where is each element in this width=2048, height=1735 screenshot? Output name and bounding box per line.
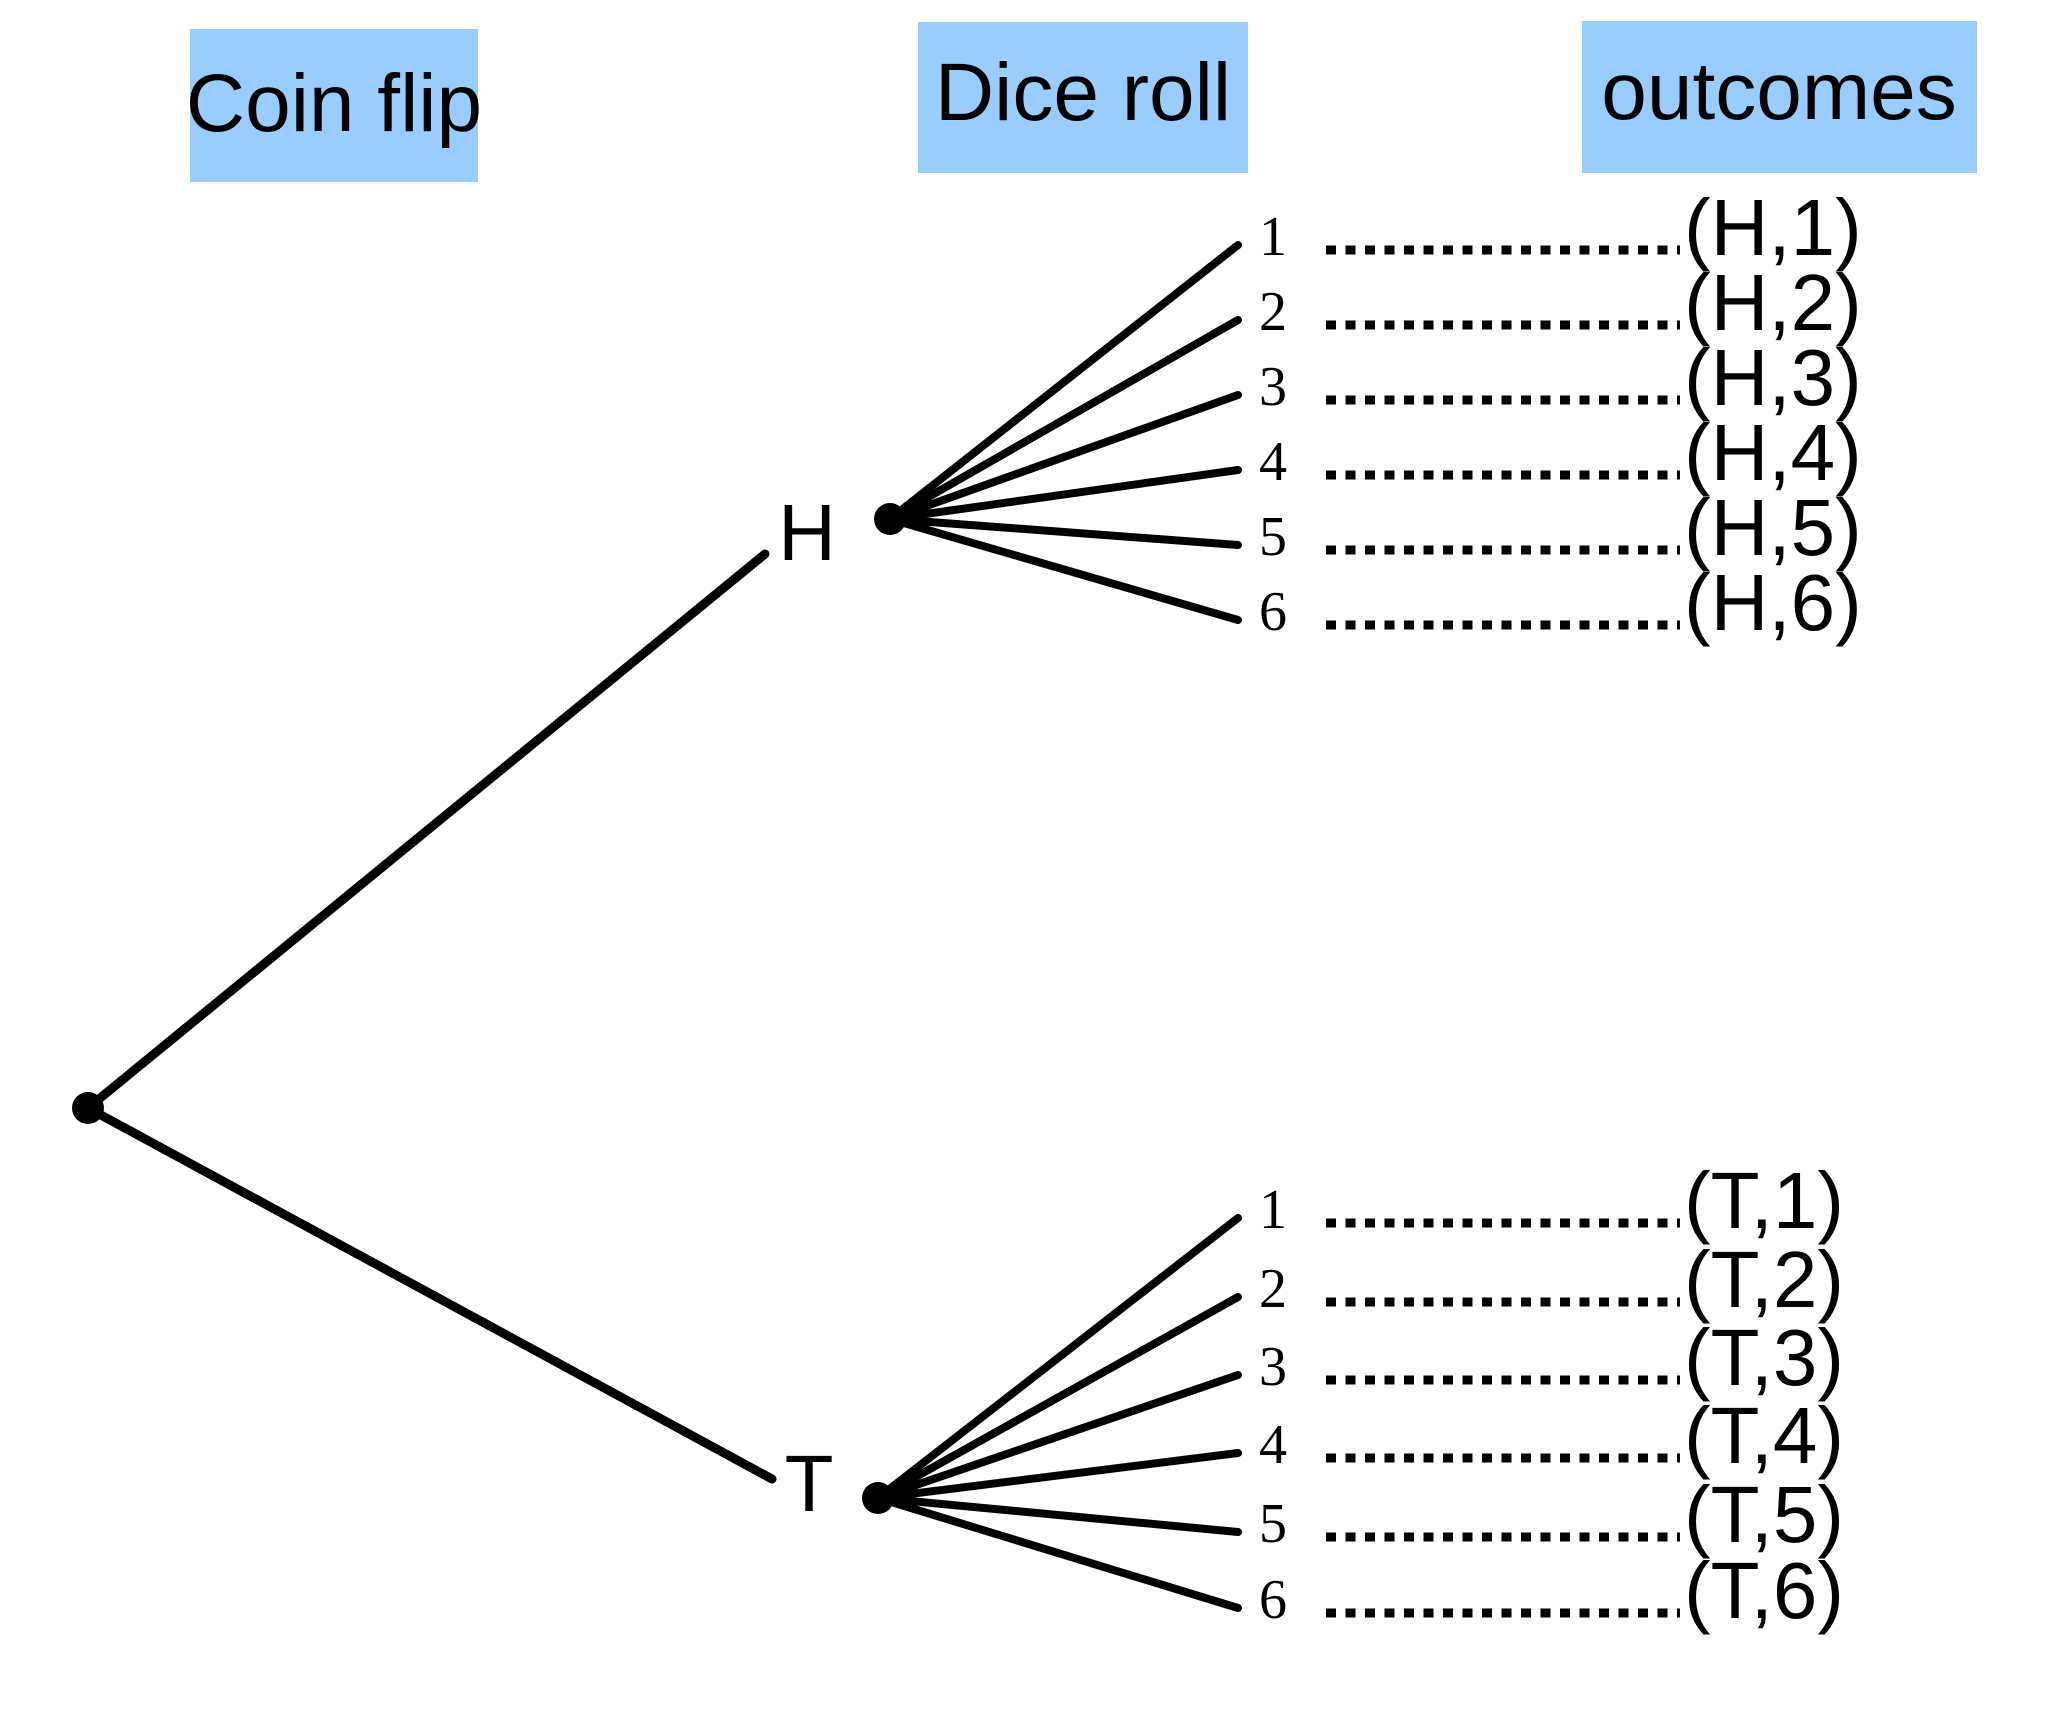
heads-fan-line-5 [886,515,1242,549]
heads-fan-line-2 [886,316,1242,523]
edge-root-to-tails [83,1103,777,1484]
die-number: 4 [1259,431,1287,493]
die-number: 5 [1259,1493,1287,1555]
die-number: 6 [1259,1569,1287,1631]
heads-fan-line-3 [886,391,1242,523]
outcome-label: (H,2) [1684,258,1862,347]
heads-node-label: H [778,488,836,577]
outcome-label: (H,6) [1684,558,1862,647]
outcome-label: (H,1) [1684,183,1862,272]
heads-fan-line-6 [886,515,1242,624]
dice-roll-header-label: Dice roll [935,47,1231,138]
outcome-label: (H,3) [1684,333,1862,422]
die-number: 2 [1259,1258,1287,1320]
coin-flip-header-box [190,29,478,182]
outcome-label: (T,1) [1684,1156,1844,1245]
tails-fan-line-2 [874,1293,1242,1502]
column-header-coin-flip: Coin flip [186,29,482,182]
outcome-label: (T,5) [1684,1470,1844,1559]
tails-fan-line-3 [874,1371,1242,1502]
column-header-dice-roll: Dice roll [918,22,1248,173]
die-number: 1 [1259,206,1287,268]
outcome-label: (T,4) [1684,1391,1844,1480]
outcome-label: (T,2) [1684,1235,1844,1324]
tails-fan-line-1 [874,1214,1242,1502]
die-number: 1 [1259,1179,1287,1241]
outcomes-header-box [1582,21,1977,173]
die-number: 3 [1259,1336,1287,1398]
die-number: 4 [1259,1414,1287,1476]
tails-node-dot [862,1482,894,1514]
die-number: 6 [1259,581,1287,643]
heads-fan-line-4 [886,466,1242,523]
heads-fan-line-1 [886,241,1242,523]
outcome-label: (H,5) [1684,483,1862,572]
tails-branch: T 1 2 3 4 5 6 (T,1) (T,2) (T,3) (T,4) (T… [785,1156,1844,1635]
tails-fan-line-4 [874,1449,1242,1502]
coin-flip-header-label: Coin flip [186,58,482,149]
root-node-dot [72,1092,104,1124]
dice-roll-header-box [918,22,1248,173]
heads-node-dot [874,503,906,535]
outcome-label: (T,3) [1684,1313,1844,1402]
tails-fan-line-5 [874,1494,1242,1536]
outcomes-header-label: outcomes [1601,46,1957,137]
outcome-label: (H,4) [1684,408,1862,497]
tails-fan-line-6 [874,1494,1242,1612]
die-number: 2 [1259,281,1287,343]
die-number: 3 [1259,356,1287,418]
outcome-label: (T,6) [1684,1546,1844,1635]
column-header-outcomes: outcomes [1582,21,1977,173]
edge-root-to-heads [83,549,770,1113]
heads-branch: H 1 2 3 4 5 6 (H,1) (H,2) (H,3) (H,4) (H… [778,183,1862,647]
die-number: 5 [1259,506,1287,568]
tails-node-label: T [785,1439,834,1528]
